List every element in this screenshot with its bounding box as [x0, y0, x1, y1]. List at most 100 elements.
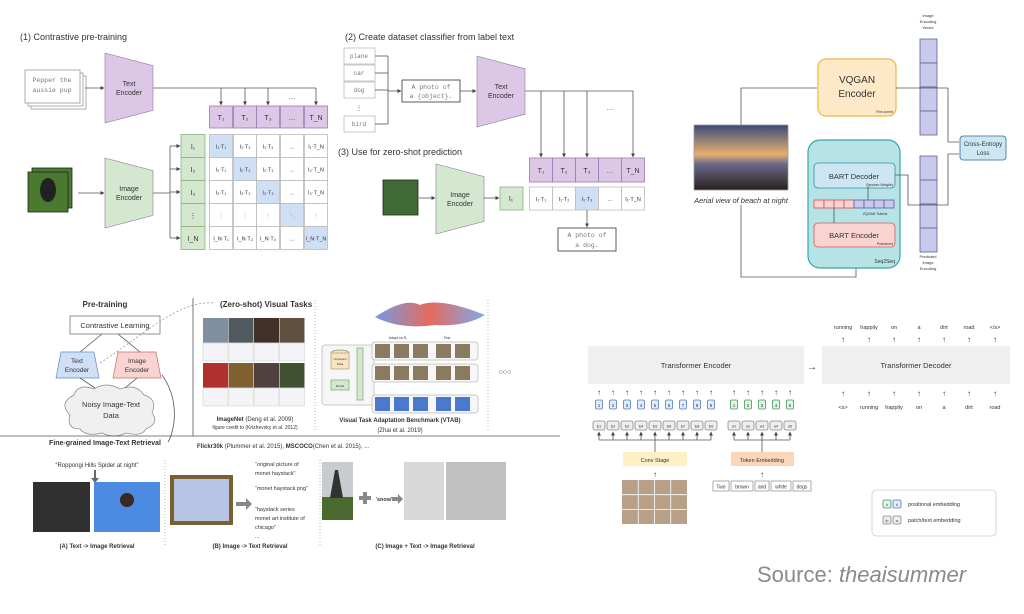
spider-image-1: [33, 482, 90, 532]
matrix-value: …: [289, 191, 295, 197]
position-index: 8: [696, 403, 699, 408]
up-arrow-icon: ↑: [967, 389, 971, 398]
up-arrow-icon: ↑: [695, 388, 699, 397]
decoder-label: Transformer Decoder: [881, 361, 952, 370]
up-arrow-icon: ↑: [892, 335, 896, 344]
patch-label: fp7: [681, 425, 686, 429]
vqgan-tokens-note: VQGAN Tokens: [863, 212, 888, 216]
caption-a: (A) Text -> Image Retrieval: [59, 544, 134, 550]
up-arrow-icon: ↑: [611, 388, 615, 397]
positional-embedding: [651, 399, 659, 410]
contrastive-learning-box: [69, 315, 161, 335]
token-cell: [883, 199, 895, 209]
token-cell: [833, 199, 845, 209]
up-arrow-icon: ↑: [760, 470, 764, 479]
prediction-value: …: [607, 197, 613, 203]
token-label: w2: [746, 425, 750, 429]
vector-cell: [919, 179, 938, 205]
patch-label: fp4: [639, 425, 644, 429]
transformer-decoder-box: [822, 346, 1010, 384]
right-arrow-icon: →: [807, 362, 817, 373]
legend-label: positional embedding: [908, 502, 960, 508]
text-encoder-label: Text: [123, 81, 136, 88]
t-label: T₃: [264, 115, 271, 122]
vector-cell: [919, 203, 938, 229]
t-label: T₂: [242, 115, 249, 122]
patch-label: fp8: [695, 425, 700, 429]
vtab-thumb: [455, 344, 470, 358]
patch-embedding: [704, 420, 718, 431]
positional-embedding: [758, 399, 766, 410]
conv-stage-label: Conv Stage: [641, 458, 670, 464]
positional-embedding: [595, 399, 603, 410]
vector-label-bottom: Image: [922, 260, 934, 265]
data-label: Data: [103, 411, 120, 420]
text-encoder-shape: [55, 351, 100, 379]
i-label: ⋮: [190, 213, 197, 220]
up-arrow-icon: ↑: [942, 389, 946, 398]
vtab-cite: (Zhai et al. 2019): [377, 428, 422, 434]
patch-label: fp9: [709, 425, 714, 429]
legend-swatch-label: #: [886, 503, 888, 507]
imagenet-thumb: [203, 318, 228, 343]
token-embedding-box: [731, 452, 794, 466]
positional-embedding: [693, 399, 701, 410]
input-token: on: [916, 405, 922, 411]
t-cell: [209, 105, 233, 129]
template-text: A photo of: [411, 84, 450, 91]
retrieved-text: “haystack series: [255, 507, 295, 513]
patch-embedding: [606, 420, 620, 431]
dashed-curve: [99, 302, 216, 364]
imagenet-caption: ImageNet (Deng et al. 2009): [217, 417, 294, 423]
text-encoder-shape: [104, 52, 154, 124]
image-encoder-label: Encoder: [116, 195, 143, 202]
retrieved-text: ...: [255, 534, 260, 540]
token-label: w3: [760, 425, 764, 429]
retrieved-text: chicago”: [255, 525, 276, 531]
text-encoder-label: Encoder: [488, 93, 515, 100]
ellipsis: …: [607, 105, 614, 112]
patch-label: fp2: [611, 425, 616, 429]
token-cell: [863, 199, 875, 209]
matrix-value: I₂·T_N: [308, 168, 324, 174]
up-arrow-icon: ↑: [625, 388, 629, 397]
positional-embedding: [786, 399, 794, 410]
text-card: [24, 69, 81, 104]
input-token: a: [942, 405, 946, 411]
vtab-thumb: [413, 366, 428, 380]
vtab-caption: Visual Task Adaptation Benchmark (VTAB): [339, 418, 460, 424]
template-text: a {object}.: [410, 93, 453, 100]
text-encoder-label: Encoder: [65, 367, 90, 374]
image-encoder-shape: [104, 157, 154, 229]
vector-label-bottom: Predicted: [920, 254, 937, 259]
positional-embedding: [665, 399, 673, 410]
legend-box: [871, 489, 997, 537]
up-arrow-icon: ↑: [917, 389, 921, 398]
loss-label: Loss: [977, 151, 990, 157]
flickr-cite: (Plummer et al. 2015),: [223, 444, 286, 450]
patch-embedding: [634, 420, 648, 431]
legend-swatch-label: w: [896, 519, 899, 523]
positional-embedding: [609, 399, 617, 410]
position-index: 4: [775, 403, 778, 408]
positional-embedding: [772, 399, 780, 410]
t-cell: [280, 105, 304, 129]
patch-label: fp3: [625, 425, 630, 429]
positional-embedding: [679, 399, 687, 410]
input-word-box: [730, 480, 754, 492]
position-index: 9: [710, 403, 713, 408]
position-index: 7: [682, 403, 685, 408]
output-token: on: [891, 325, 897, 331]
token-cell: [813, 199, 825, 209]
i1-label: I₁: [509, 196, 514, 203]
input-word: brown: [735, 485, 749, 491]
monet-painting: [174, 479, 229, 521]
up-arrow-icon: ↑: [653, 388, 657, 397]
caption-c: (C) Image + Text -> Image Retrieval: [375, 544, 475, 550]
t-label: T₂: [561, 168, 568, 175]
imagenet-credit: figure credit to (Krizhevsky et al. 2012…: [212, 425, 298, 431]
matrix-value: I_N·T₂: [237, 237, 253, 243]
more-tasks-ellipsis: ○○○: [499, 369, 512, 376]
